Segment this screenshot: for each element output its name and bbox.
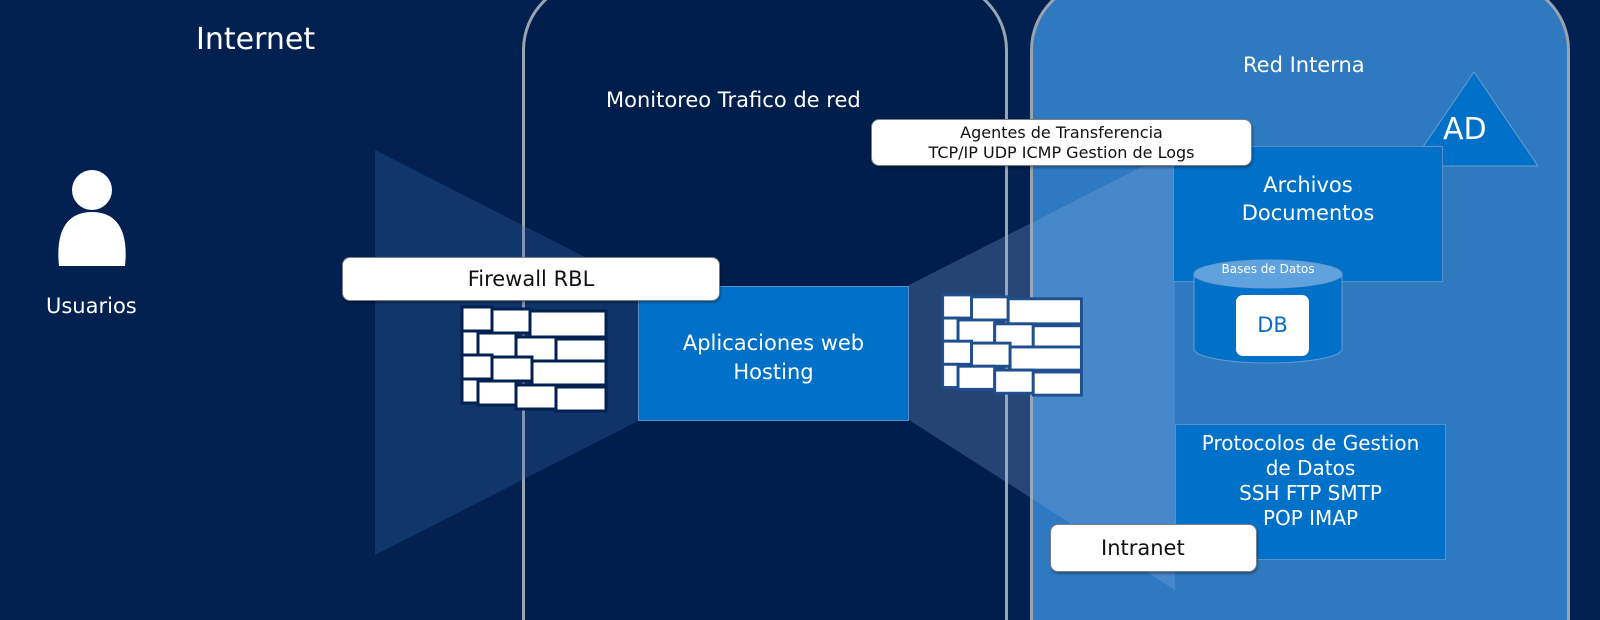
- firewall-right-icon: [941, 293, 1083, 397]
- users-label: Usuarios: [46, 294, 137, 318]
- protocols-line4: POP IMAP: [1262, 506, 1359, 530]
- db-badge: DB: [1236, 295, 1309, 356]
- protocols-line1: Protocolos de Gestion: [1201, 431, 1420, 455]
- files-line2: Documentos: [1241, 201, 1375, 225]
- monitoring-title: Monitoreo Trafico de red: [606, 88, 861, 112]
- web-apps-box: Aplicaciones web Hosting: [638, 286, 909, 421]
- ad-triangle-icon: [1409, 71, 1539, 167]
- agents-line1: Agentes de Transferencia: [960, 123, 1163, 142]
- protocols-line3: SSH FTP SMTP: [1239, 481, 1382, 505]
- files-line1: Archivos: [1263, 173, 1353, 197]
- database-title: Bases de Datos: [1221, 262, 1315, 276]
- intranet-label: Intranet: [1050, 524, 1257, 572]
- web-apps-line1: Aplicaciones web: [682, 331, 865, 355]
- user-icon: [58, 170, 126, 266]
- internal-title: Red Interna: [1243, 53, 1365, 77]
- agents-line2: TCP/IP UDP ICMP Gestion de Logs: [928, 143, 1195, 162]
- agents-label: Agentes de Transferencia TCP/IP UDP ICMP…: [871, 119, 1252, 166]
- protocols-line2: de Datos: [1265, 456, 1356, 480]
- web-apps-line2: Hosting: [733, 360, 814, 384]
- files-box: Archivos Documentos: [1173, 146, 1443, 282]
- internet-title: Internet: [196, 22, 316, 57]
- firewall-label: Firewall RBL: [342, 257, 720, 301]
- ad-label: AD: [1443, 112, 1487, 147]
- firewall-left-icon: [460, 305, 608, 413]
